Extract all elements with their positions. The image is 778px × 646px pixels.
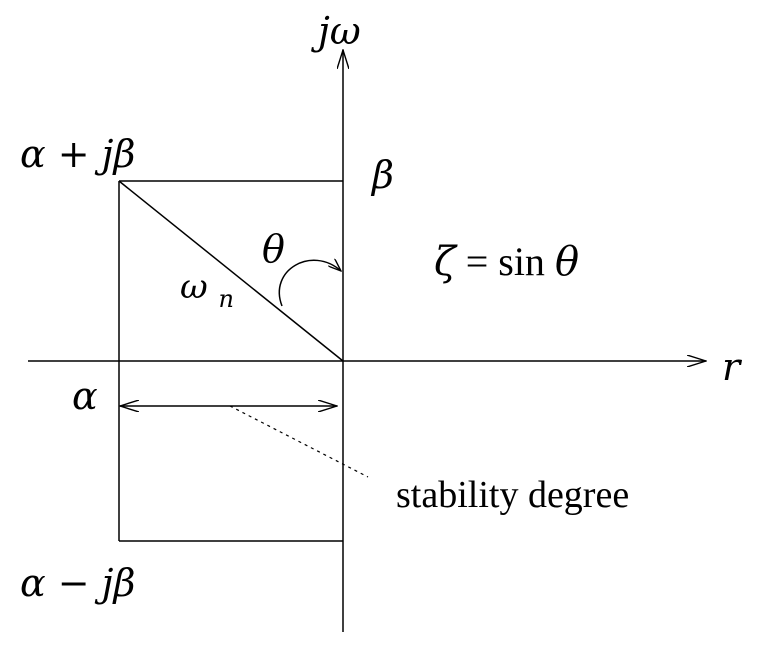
upper-pole-label: α + jβ bbox=[20, 132, 135, 176]
stability-degree-leader bbox=[229, 405, 369, 478]
omega-n-subscript: n bbox=[219, 285, 234, 313]
omega-n-label: ω n bbox=[180, 267, 234, 313]
damping-equation: ζ = sin θ bbox=[434, 239, 579, 285]
lower-pole-label: α − jβ bbox=[20, 561, 135, 605]
stability-degree-label: stability degree bbox=[396, 474, 629, 516]
beta-label: β bbox=[370, 153, 394, 197]
sin-function: sin bbox=[498, 239, 545, 284]
theta-label: θ bbox=[262, 227, 285, 271]
omega-n-symbol: ω bbox=[180, 267, 208, 307]
alpha-label: α bbox=[72, 374, 98, 418]
theta-arc bbox=[278, 260, 341, 307]
equals-sign: = bbox=[466, 239, 499, 284]
omega-n-line bbox=[118, 180, 344, 362]
equation-theta: θ bbox=[555, 239, 579, 285]
imaginary-axis-label: jω bbox=[311, 9, 361, 53]
real-axis-label: r bbox=[722, 345, 743, 389]
zeta-symbol: ζ bbox=[434, 239, 458, 285]
